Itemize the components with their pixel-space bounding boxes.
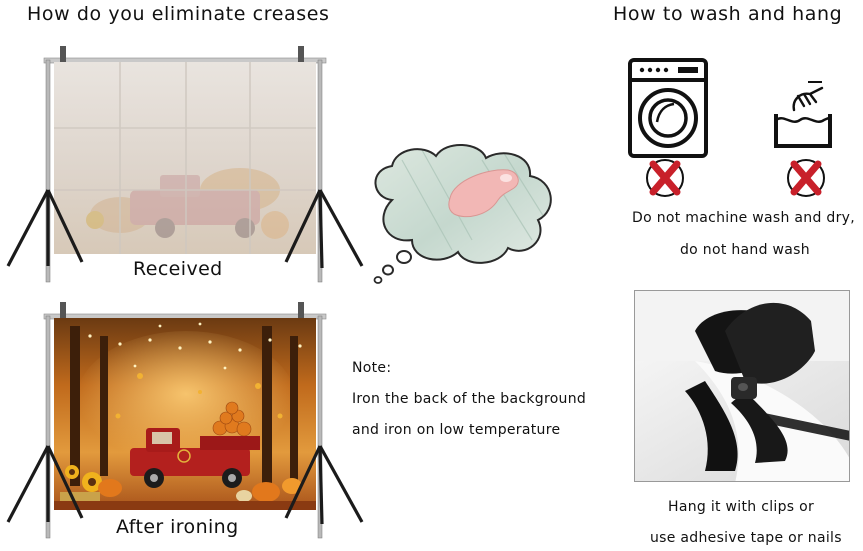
wash-warning-line-2: do not hand wash xyxy=(680,242,810,258)
note-line-2: and iron on low temperature xyxy=(352,422,561,438)
note-line-1: Iron the back of the background xyxy=(352,391,587,407)
prohibited-x-icon xyxy=(646,159,684,197)
received-backdrop-stand xyxy=(6,46,364,283)
prohibited-x-icon xyxy=(787,159,825,197)
hang-instruction-line-1: Hang it with clips or xyxy=(668,499,815,515)
wash-heading: How to wash and hang xyxy=(613,3,843,25)
iron-thought-cloud-icon xyxy=(373,143,552,284)
after-ironing-caption: After ironing xyxy=(116,516,239,538)
hang-instruction-line-2: use adhesive tape or nails xyxy=(650,530,842,546)
red-truck xyxy=(130,428,260,488)
backdrop-clip-icon xyxy=(635,291,849,481)
note-title: Note: xyxy=(352,360,392,376)
hand-wash-basin-icon xyxy=(774,81,832,148)
washing-machine-icon xyxy=(628,58,708,158)
clip-photo xyxy=(634,290,850,482)
creases-heading: How do you eliminate creases xyxy=(27,3,330,25)
wash-warning-line-1: Do not machine wash and dry, xyxy=(632,210,856,226)
received-caption: Received xyxy=(133,258,223,280)
ironed-backdrop-stand xyxy=(6,302,364,539)
